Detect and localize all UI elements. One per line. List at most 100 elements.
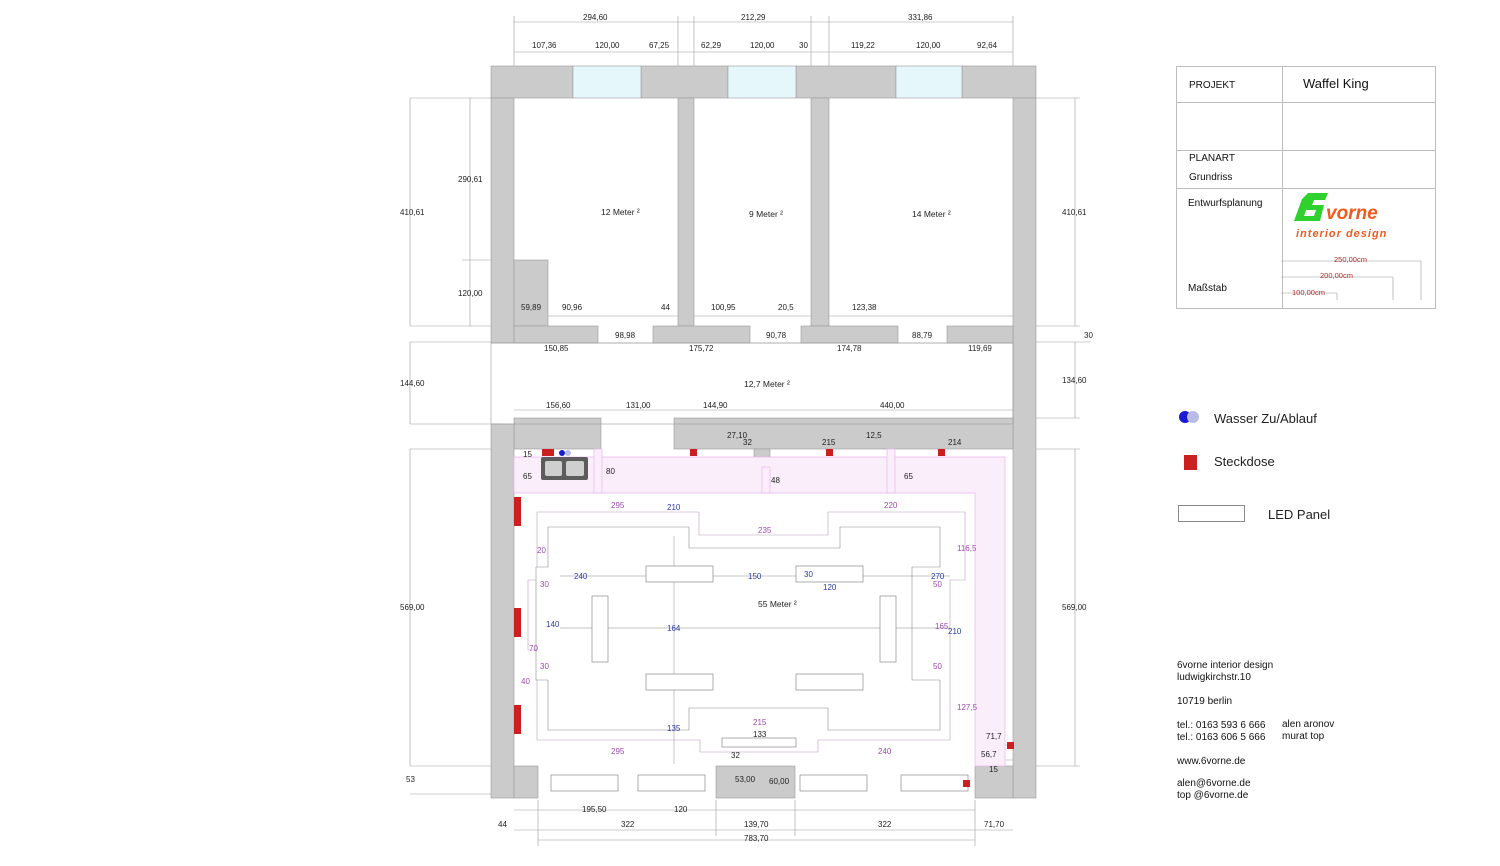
ceiling-dim-label: 140 [546,620,560,629]
dim-label: 90,78 [766,331,787,340]
dim-label: 53,00 [735,775,756,784]
planart-value: Grundriss [1189,172,1233,183]
dim-label: 90,96 [562,303,583,312]
logo-six-shape [1294,193,1328,221]
dim-label: 144,60 [400,379,425,388]
dim-label: 92,64 [977,41,998,50]
massstab-label: Maßstab [1188,283,1227,294]
scale-label-250: 250,00cm [1334,255,1367,264]
dim-label: 120,00 [750,41,775,50]
phone-2: tel.: 0163 606 5 666 [1177,732,1266,743]
logo-word: vorne [1326,203,1378,224]
dim-label: 144,90 [703,401,728,410]
ceiling-dim-label: 210 [667,503,681,512]
led-dim-label: 40 [521,677,530,686]
dim-label: 175,72 [689,344,714,353]
ceiling-dim-label: 164 [667,624,681,633]
socket-icon [1184,455,1197,470]
dim-label: 60,00 [769,777,790,786]
led-dim-label: 116,5 [957,544,977,553]
room-label-12: 12 Meter ² [601,207,640,217]
room-label-main: 55 Meter ² [758,599,797,609]
dim-label: 53 [406,775,415,784]
scale-label-100: 100,00cm [1292,288,1325,297]
dim-label: 32 [731,751,740,760]
dim-label: 71,70 [984,820,1005,829]
dim-label: 440,00 [880,401,905,410]
website-link[interactable]: www.6vorne.de [1177,756,1246,767]
planart-label: PLANART [1189,153,1235,164]
dim-label: 569,00 [400,603,425,612]
sockets [514,449,1014,787]
dim-label: 32 [743,438,752,447]
led-dim-label: 220 [884,501,898,510]
dim-label: 156,60 [546,401,571,410]
contact-person-2: murat top [1282,731,1325,742]
ceiling-dim-label: 30 [804,570,813,579]
dim-label: 12,5 [866,431,882,440]
dim-label: 20,5 [778,303,794,312]
dim-label: 174,78 [837,344,862,353]
corridor-outline [490,342,1014,425]
email-1-link[interactable]: alen@6vorne.de [1177,778,1251,789]
led-dim-label: 215 [753,718,767,727]
dim-label: 294,60 [583,13,608,22]
dim-label: 195,50 [582,805,607,814]
dim-label: 119,69 [968,344,992,353]
dim-label: 119,22 [851,41,875,50]
phone-1: tel.: 0163 593 6 666 [1177,720,1266,731]
legend-led-label: LED Panel [1268,507,1331,522]
dim-label: 123,38 [852,303,877,312]
led-dim-label: 127,5 [957,703,978,712]
dim-label: 107,36 [532,41,557,50]
email-2-link[interactable]: top @6vorne.de [1177,790,1249,801]
dim-label: 215 [822,438,836,447]
dim-label: 290,61 [458,175,483,184]
title-block [1176,66,1436,309]
dim-label: 120 [674,805,688,814]
led-dim-label: 295 [611,501,625,510]
dim-label: 410,61 [400,208,425,217]
legend-water-label: Wasser Zu/Ablauf [1214,411,1317,426]
dim-label: 212,29 [741,13,766,22]
led-dim-label: 165 [935,622,949,631]
dim-label: 44 [661,303,670,312]
dim-label: 56,7 [981,750,997,759]
dim-label: 62,29 [701,41,722,50]
dim-label: 67,25 [649,41,670,50]
ceiling-dim-label: 210 [948,627,962,636]
dim-label: 783,70 [744,834,769,843]
ceiling-dim-label: 270 [931,572,945,581]
dim-label: 131,00 [626,401,651,410]
dim-label: 134,60 [1062,376,1087,385]
led-dim-label: 240 [878,747,892,756]
dim-label: 80 [606,467,615,476]
scale-label-200: 200,00cm [1320,271,1353,280]
dim-label: 98,98 [615,331,636,340]
company-city: 10719 berlin [1177,696,1233,707]
ceiling-dim-label: 135 [667,724,681,733]
dim-label: 44 [498,820,507,829]
dim-label: 59,89 [521,303,542,312]
led-strip-zone [513,448,1006,767]
title-block-row-line [1177,102,1435,103]
sink [541,457,588,480]
windows [572,65,963,99]
dim-label: 30 [1084,331,1093,340]
water-icon [1179,411,1199,423]
legend-socket-label: Steckdose [1214,454,1275,469]
room-label-14: 14 Meter ² [912,209,951,219]
led-dim-label: 70 [529,644,538,653]
dim-label: 569,00 [1062,603,1087,612]
dim-label: 71,7 [986,732,1002,741]
dim-label: 120,00 [595,41,620,50]
company-logo: vorne interior design [1294,193,1386,240]
dim-label: 322 [621,820,635,829]
dim-label: 150,85 [544,344,569,353]
projekt-value: Waffel King [1303,76,1369,91]
contact-person-1: alen aronov [1282,719,1335,730]
dim-label: 65 [904,472,913,481]
walls [490,65,1037,799]
dim-label: 15 [989,765,998,774]
dim-label: 65 [523,472,532,481]
